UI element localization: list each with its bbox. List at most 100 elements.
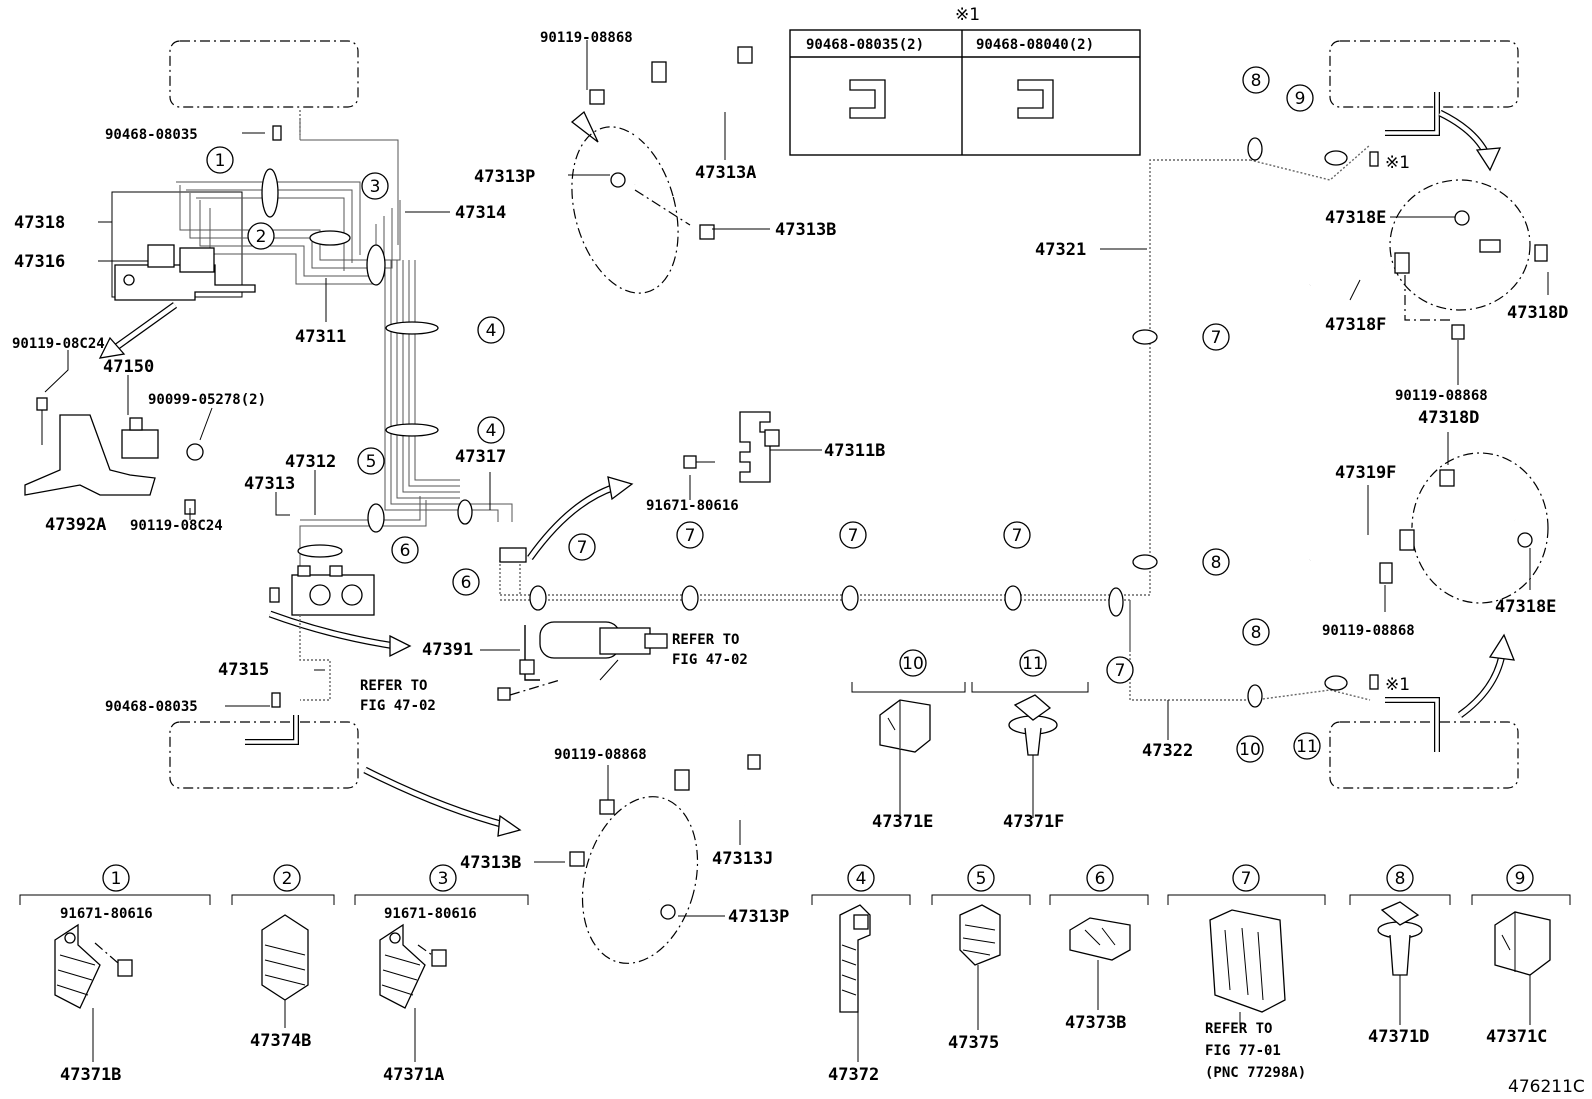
- circled-ref-16-circle: [1286, 84, 1314, 112]
- circled-ref-8-label: 7: [577, 538, 588, 558]
- callout-90119-08868-right-bottom: 90119-08868: [1322, 623, 1415, 639]
- wheel-area-front-left: [169, 40, 359, 108]
- callout-labels: 90119-08868 47313P 47313A 47313B 90468-0…: [12, 5, 1585, 1097]
- circled-ref-14-label: 8: [1211, 553, 1222, 573]
- clamp-markers: [261, 125, 1379, 708]
- callout-47317: 47317: [455, 447, 506, 467]
- grommet-table: [789, 29, 1141, 156]
- clip-47372: [839, 904, 871, 1062]
- circled-ref-1-label: 2: [256, 227, 267, 247]
- circled-ref-6-circle: [391, 536, 419, 564]
- callout-91671-80616-mid: 91671-80616: [646, 498, 739, 514]
- circled-ref-11-label: 7: [1012, 526, 1023, 546]
- callout-47318f: 47318F: [1325, 315, 1386, 335]
- circled-ref-19-circle: [1293, 732, 1321, 760]
- circled-ref-7-label: 6: [461, 573, 472, 593]
- leader-lines: [44, 40, 1549, 917]
- refer-note-2-line2: FIG 47-02: [360, 698, 436, 714]
- hose-rear-left: [569, 754, 761, 964]
- callout-47316: 47316: [14, 252, 65, 272]
- refer-note-1-line1: REFER TO: [672, 632, 739, 648]
- callout-90099-05278: 90099-05278(2): [148, 392, 266, 408]
- callout-47313b-bottom: 47313B: [460, 853, 521, 873]
- circled-ref-13-circle: [1202, 323, 1230, 351]
- callout-47150: 47150: [103, 357, 154, 377]
- valve-47316: [114, 244, 256, 301]
- circled-ref-10-circle: [839, 521, 867, 549]
- callout-47313b-top: 47313B: [775, 220, 836, 240]
- circled-ref-2-circle: [361, 172, 389, 200]
- callout-47318d-top: 47318D: [1507, 303, 1568, 323]
- circled-ref-3-label: 4: [486, 321, 497, 341]
- master-cylinder: [291, 544, 375, 616]
- clip-group-7-circle: [1232, 864, 1260, 892]
- clip-group-6-circle: [1086, 864, 1114, 892]
- circled-ref-9-label: 7: [685, 526, 696, 546]
- ref-mark-rear-right: ※1: [1385, 675, 1410, 695]
- clip-77298a: [1209, 909, 1286, 1025]
- clip-group-8-circle: [1386, 864, 1414, 892]
- callout-47392a: 47392A: [45, 515, 106, 535]
- clip-group-2-circle: [273, 864, 301, 892]
- clip-47371e: [879, 699, 931, 753]
- callout-47311: 47311: [295, 327, 346, 347]
- refer-note-1-line2: FIG 47-02: [672, 652, 748, 668]
- callout-47318e-bottom: 47318E: [1495, 597, 1556, 617]
- callout-90119-08c24-bottom: 90119-08C24: [130, 518, 223, 534]
- clip-47373b: [1069, 917, 1131, 1010]
- circled-ref-17-circle: [1242, 618, 1270, 646]
- clip-group-1-circle: [102, 864, 130, 892]
- circled-ref-5-label: 5: [366, 452, 377, 472]
- circled-ref-18-circle: [1236, 735, 1264, 763]
- callout-47315: 47315: [218, 660, 269, 680]
- circled-ref-17-label: 8: [1251, 623, 1262, 643]
- clip7-note2: FIG 77-01: [1205, 1043, 1281, 1059]
- hose-front-left: [571, 46, 753, 294]
- circled-ref-21-label: 11: [1022, 654, 1044, 674]
- clip1-part: 91671-80616: [60, 906, 153, 922]
- clip-47371d: [1377, 901, 1423, 1025]
- clip-group-6-label: 6: [1095, 869, 1106, 889]
- clip-group-8-label: 8: [1395, 869, 1406, 889]
- clip9-label: 47371C: [1486, 1027, 1547, 1047]
- callout-47322: 47322: [1142, 741, 1193, 761]
- refer-note-2-line1: REFER TO: [360, 678, 427, 694]
- circled-ref-7-circle: [452, 568, 480, 596]
- circled-ref-16-label: 9: [1295, 89, 1306, 109]
- clip-47375: [959, 904, 1001, 1030]
- callout-47391: 47391: [422, 640, 473, 660]
- clip-group-9-label: 9: [1515, 869, 1526, 889]
- circled-ref-4-circle: [477, 416, 505, 444]
- clip8-label: 47371D: [1368, 1027, 1429, 1047]
- clip-47371b: [54, 923, 133, 1062]
- clip-group-4-label: 4: [856, 869, 867, 889]
- hose-front-right: [1309, 179, 1548, 340]
- bracket-47311b: [683, 411, 780, 483]
- callout-47313a: 47313A: [695, 163, 756, 183]
- callout-47371e: 47371E: [872, 812, 933, 832]
- clip7-note3: (PNC 77298A): [1205, 1065, 1306, 1081]
- circled-ref-11-circle: [1003, 521, 1031, 549]
- clip3-label: 47371A: [383, 1065, 444, 1085]
- circled-ref-21-circle: [1019, 649, 1047, 677]
- callout-47318d-mid: 47318D: [1418, 408, 1479, 428]
- circled-ref-14-circle: [1202, 548, 1230, 576]
- callout-90119-08868-right-top: 90119-08868: [1395, 388, 1488, 404]
- ref-mark-front-right: ※1: [1385, 153, 1410, 173]
- circled-ref-15-label: 8: [1251, 71, 1262, 91]
- hose-rear-right: [1309, 452, 1549, 604]
- circled-ref-12-circle: [1106, 656, 1134, 684]
- callout-47319f: 47319F: [1335, 463, 1396, 483]
- circled-ref-5-circle: [357, 447, 385, 475]
- clip2-label: 47374B: [250, 1031, 311, 1051]
- clip4-label: 47372: [828, 1065, 879, 1085]
- circled-ref-6-label: 6: [400, 541, 411, 561]
- clip-group-9-circle: [1506, 864, 1534, 892]
- callout-47314: 47314: [455, 203, 506, 223]
- callout-90119-08868-top: 90119-08868: [540, 30, 633, 46]
- circled-ref-8-circle: [568, 533, 596, 561]
- clip5-label: 47375: [948, 1033, 999, 1053]
- circled-ref-15-circle: [1242, 66, 1270, 94]
